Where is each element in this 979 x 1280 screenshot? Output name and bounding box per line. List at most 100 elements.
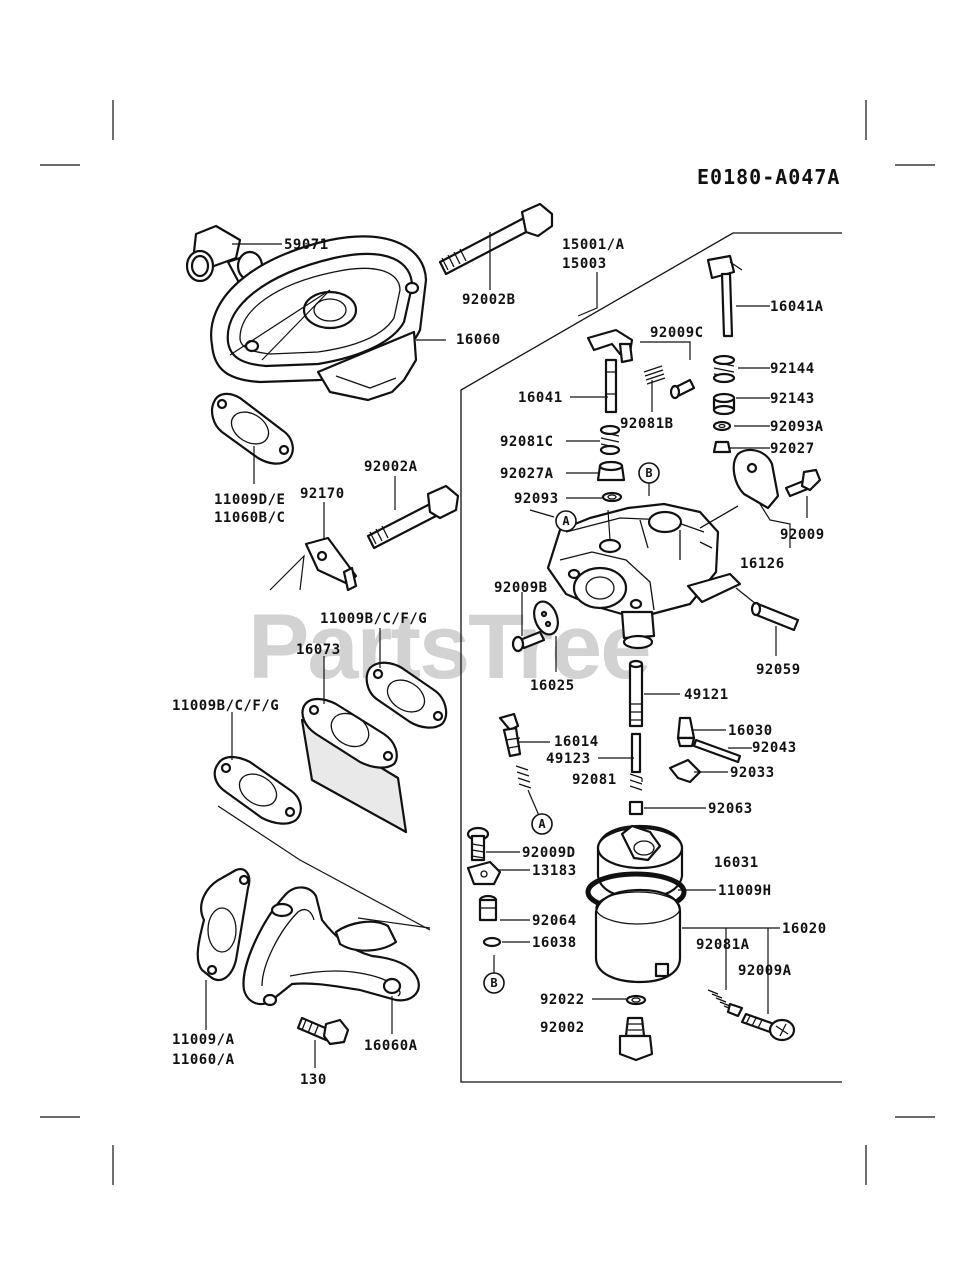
label-11060BC: 11060B/C: [214, 510, 285, 526]
air-intake-cover-16060: [210, 235, 428, 402]
gasket-11009A: [196, 868, 251, 982]
washer-92093A: [712, 420, 732, 432]
ring-16038: [482, 936, 502, 948]
label-92027: 92027: [770, 441, 815, 457]
jet-92063: [628, 800, 644, 816]
label-16025: 16025: [530, 678, 575, 694]
pin-92043: [692, 738, 742, 764]
label-92027A: 92027A: [500, 466, 554, 482]
label-16073: 16073: [296, 642, 341, 658]
label-11009BCFG-upper: 11009B/C/F/G: [320, 611, 427, 627]
plate-16126: [699, 448, 780, 529]
label-92143: 92143: [770, 391, 815, 407]
spring-92081A: [707, 989, 744, 1018]
label-92009: 92009: [780, 527, 825, 543]
float-16031: [596, 824, 684, 900]
label-16041: 16041: [518, 390, 563, 406]
choke-shaft-16041A: [706, 254, 743, 338]
screw-small-92009C: [669, 378, 696, 400]
label-92081C: 92081C: [500, 434, 554, 450]
label-92033: 92033: [730, 765, 775, 781]
label-92002: 92002: [540, 1020, 585, 1036]
label-59071: 59071: [284, 237, 329, 253]
float-valve-16030: [676, 716, 696, 748]
marker-a-upper: A: [562, 514, 570, 528]
label-16060: 16060: [456, 332, 501, 348]
label-92170: 92170: [300, 486, 345, 502]
label-92081A: 92081A: [696, 937, 750, 953]
label-16014: 16014: [554, 734, 599, 750]
carburetor-body: [546, 502, 742, 650]
label-92064: 92064: [532, 913, 577, 929]
reference-markers: A B A B: [483, 462, 660, 994]
collar-92143: [712, 392, 736, 416]
washer-92022: [625, 994, 647, 1006]
plate-13183: [466, 860, 502, 886]
jet-92064: [478, 894, 498, 922]
label-92009D: 92009D: [522, 845, 576, 861]
intake-manifold-16060A: [242, 886, 431, 1007]
screw-92009A: [740, 1012, 796, 1042]
label-92093: 92093: [514, 491, 559, 507]
bolt-130: [296, 1016, 350, 1046]
label-16031: 16031: [714, 855, 759, 871]
label-92059: 92059: [756, 662, 801, 678]
marker-a-lower: A: [538, 817, 546, 831]
seal-92027A: [596, 460, 626, 482]
spring-92081C: [599, 424, 621, 456]
label-11009DE: 11009D/E: [214, 492, 285, 508]
label-92093A: 92093A: [770, 419, 824, 435]
gasket-11009BCFG-upper: [365, 661, 448, 729]
label-16020: 16020: [782, 921, 827, 937]
label-49123: 49123: [546, 751, 591, 767]
screw-92009: [784, 468, 822, 498]
label-92009C: 92009C: [650, 325, 704, 341]
label-11009A: 11009/A: [172, 1032, 235, 1048]
pin-92059: [735, 587, 800, 632]
label-92002A: 92002A: [364, 459, 418, 475]
screw-92009B: [511, 630, 546, 653]
label-16030: 16030: [728, 723, 773, 739]
needle-49123: [629, 732, 643, 791]
spring-92144: [712, 354, 736, 384]
spring-92081B: [643, 365, 666, 385]
label-92002B: 92002B: [462, 292, 516, 308]
label-92081: 92081: [572, 772, 617, 788]
label-11009BCFG-lower: 11009B/C/F/G: [172, 698, 279, 714]
bolt-92002: [618, 1016, 654, 1062]
diagram-code: E0180-A047A: [697, 165, 840, 189]
label-11060A: 11060/A: [172, 1052, 235, 1068]
bracket-92170: [269, 536, 358, 592]
marker-b-upper: B: [645, 466, 652, 480]
throttle-shaft-16041: [586, 328, 634, 414]
valve-16014: [498, 712, 541, 819]
seal-92027: [712, 440, 732, 454]
screw-92009D: [466, 826, 490, 862]
label-92081B: 92081B: [620, 416, 674, 432]
insulator-plate-16073: [300, 697, 408, 834]
label-49121: 49121: [684, 687, 729, 703]
emulsion-tube-49121: [628, 659, 644, 728]
label-92009A: 92009A: [738, 963, 792, 979]
part-labels: 59071 15001/A 15003 92002B 16041A 92009C…: [172, 237, 827, 1088]
float-bowl-16020: [594, 888, 682, 984]
label-92063: 92063: [708, 801, 753, 817]
throttle-valve-16025: [533, 600, 559, 636]
label-92043: 92043: [752, 740, 797, 756]
label-11009H: 11009H: [718, 883, 772, 899]
clip-92033: [668, 758, 702, 784]
label-16126: 16126: [740, 556, 785, 572]
label-16041A: 16041A: [770, 299, 824, 315]
leader-lines: [205, 232, 808, 1068]
watermark-logo: PartsTree: [248, 596, 649, 698]
label-13183: 13183: [532, 863, 577, 879]
gasket-11009BCFG-lower: [213, 755, 431, 931]
label-92022: 92022: [540, 992, 585, 1008]
label-130: 130: [300, 1072, 327, 1088]
bolt-92002A: [366, 484, 460, 550]
marker-b-lower: B: [490, 976, 497, 990]
washer-92093: [601, 491, 623, 503]
label-16038: 16038: [532, 935, 577, 951]
bolt-92002B: [438, 202, 554, 276]
